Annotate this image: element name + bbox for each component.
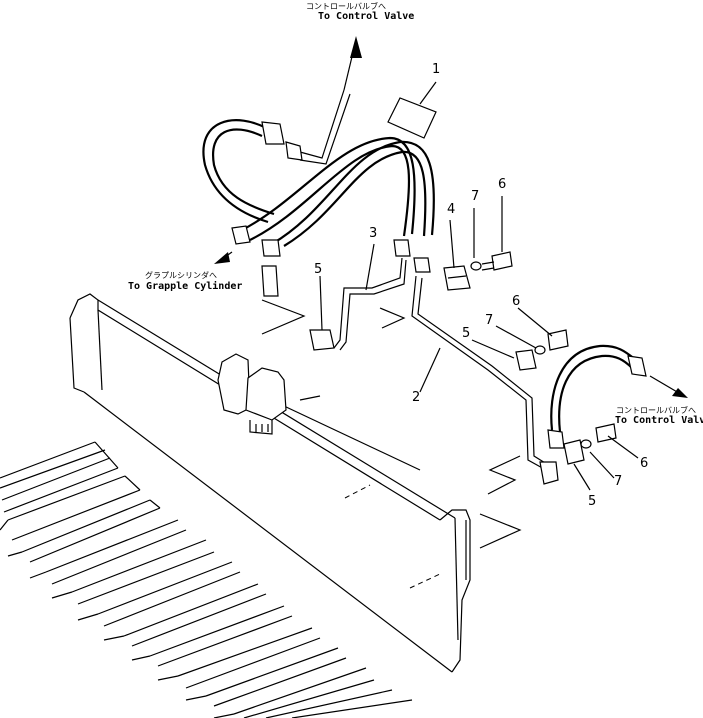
part-number-2: 2 [412, 390, 421, 405]
fork-frame [69, 293, 522, 673]
washer-7-middle [534, 345, 546, 355]
hose-assemblies [202, 89, 647, 449]
arrow-to-top-valve [343, 36, 362, 91]
clamp-4 [443, 265, 471, 291]
bolt-6-middle [547, 329, 569, 351]
fork-tines [0, 441, 413, 718]
clamp-5-middle [515, 349, 537, 371]
part-number-5c: 5 [588, 494, 597, 509]
clamp-5-lower [563, 439, 585, 465]
part-number-5b: 5 [462, 326, 471, 341]
part-number-6b: 6 [512, 294, 521, 309]
washer-7-lower [580, 439, 592, 449]
part-number-3: 3 [369, 226, 378, 241]
mounting-brackets [217, 353, 287, 435]
washer-7-upper [470, 261, 482, 271]
top-valve-en-label: To Control Valve [318, 11, 415, 22]
part-number-7a: 7 [471, 189, 480, 204]
part-number-6a: 6 [498, 177, 507, 192]
top-valve-jp-label: コントロールバルブへ [306, 2, 386, 11]
leader-lines [261, 81, 639, 491]
arrow-to-right-valve [649, 375, 688, 398]
right-valve-en-label: To Control Valve [615, 415, 703, 426]
bolt-6-upper [481, 251, 513, 271]
hydraulic-tubes [231, 121, 559, 485]
part-number-1: 1 [432, 62, 441, 77]
part-number-4: 4 [447, 202, 456, 217]
part-number-6c: 6 [640, 456, 649, 471]
grapple-en-label: To Grapple Cylinder [128, 281, 243, 292]
part-number-5a: 5 [314, 262, 323, 277]
part-number-7b: 7 [485, 313, 494, 328]
arrow-to-grapple-cylinder [214, 251, 233, 264]
part-number-7c: 7 [614, 474, 623, 489]
right-valve-jp-label: コントロールバルブへ [616, 406, 696, 415]
grapple-jp-label: グラプルシリンダへ [145, 271, 217, 280]
